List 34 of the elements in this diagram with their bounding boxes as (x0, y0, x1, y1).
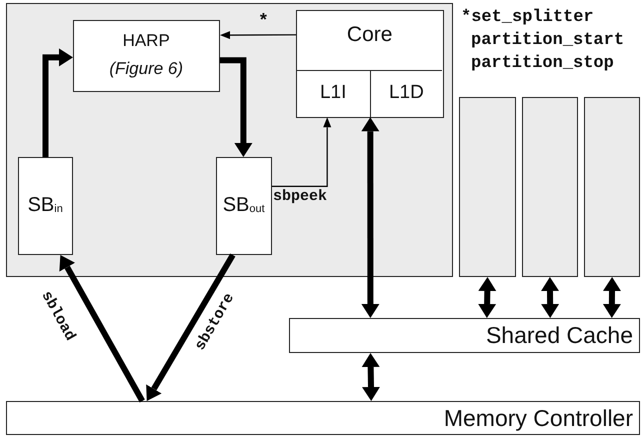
core-slot-box (459, 97, 516, 277)
arrow (272, 117, 332, 187)
arrow (146, 253, 236, 401)
core-box (296, 10, 444, 118)
node-label: L1I (318, 82, 348, 104)
figure-reference: (Figure 6) (108, 58, 184, 79)
node-label: Shared Cache (486, 322, 633, 349)
cache-box (370, 70, 442, 117)
arrow (361, 117, 380, 318)
buffer-box (216, 156, 272, 255)
arrow (220, 31, 296, 40)
annotation-text: *set_splitter (461, 8, 594, 27)
annotation-text: partition_start (471, 31, 624, 50)
memory-bar (6, 401, 640, 435)
process-box (72, 20, 220, 92)
arrow (59, 255, 145, 402)
arrow (220, 57, 252, 157)
arrow (42, 48, 73, 157)
core-cluster-panel (6, 3, 453, 277)
arrow (478, 277, 496, 318)
edge-label: * (258, 12, 269, 32)
node-label: Core (346, 22, 394, 47)
node-label: Memory Controller (444, 405, 633, 432)
arrow (362, 353, 380, 401)
buffer-box (18, 156, 73, 255)
core-slot-box (584, 97, 640, 277)
arrow (602, 277, 621, 318)
annotation-text: partition_stop (471, 54, 614, 73)
edge-label: sbpeek (273, 188, 328, 205)
node-label: L1D (388, 82, 425, 104)
core-slot-box (522, 97, 578, 277)
cache-bar (289, 318, 640, 353)
node-label: HARP (122, 30, 171, 51)
arrow (541, 277, 560, 318)
